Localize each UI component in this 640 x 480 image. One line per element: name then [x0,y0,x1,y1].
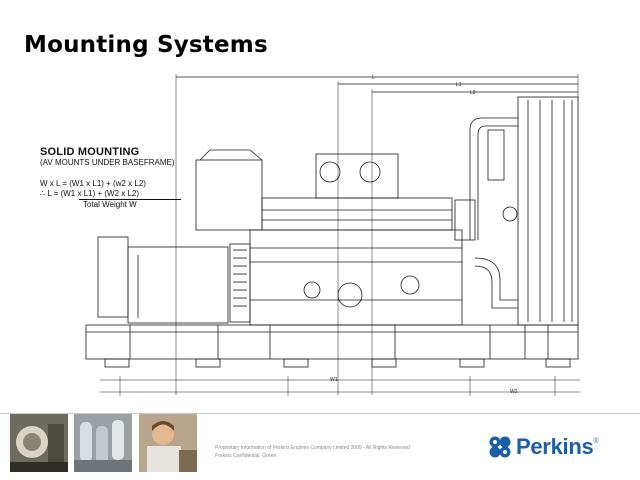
baseframe [85,324,579,360]
legal-line-2: Perkins Confidential: Green [215,453,277,459]
turbo-right [359,161,381,183]
cylinder-heads [261,197,453,231]
radiator [517,96,579,326]
air-intake [195,159,263,231]
turbo-left [319,161,341,183]
slide-title: Mounting Systems [24,32,268,58]
logo-text: Perkins [516,434,594,459]
turbocharger-housing [315,153,399,199]
dim-label-l: L [372,75,375,81]
logo-registered-mark: ® [593,438,599,445]
av-mount [371,358,397,368]
engine-photo-2 [74,414,132,472]
solid-mounting-formula: SOLID MOUNTING (AV MOUNTS UNDER BASEFRAM… [40,146,230,210]
alternator-body [127,246,229,324]
legal-notice: Proprietary Information of Perkins Engin… [215,444,410,460]
formula-equation: W x L = (W1 x L1) + (w2 x L2) [40,179,146,188]
av-mount [545,358,571,368]
dim-label-w2: W2 [510,389,518,395]
footer-divider [0,413,640,414]
engine-photo-1 [10,414,68,472]
legal-line-1: Proprietary Information of Perkins Engin… [215,445,410,451]
av-mount [104,358,130,368]
perkins-emblem-icon [489,436,511,458]
av-mount [459,358,485,368]
alternator-end [97,236,129,318]
generator-set-drawing: L L1 L2 W1 W2 [85,74,580,396]
dim-label-w1: W1 [330,377,338,383]
dim-label-l2: L2 [470,90,476,96]
engine-block [249,229,463,326]
av-mount [283,358,309,368]
formula-heading: SOLID MOUNTING [40,146,140,158]
formula-equation-result: ∴ L = (W1 x L1) + (W2 x L2) [40,189,140,198]
formula-subheading: (AV MOUNTS UNDER BASEFRAME) [40,158,175,167]
perkins-logo: Perkins ® [488,434,599,460]
formula-denominator: Total Weight W [79,199,181,210]
engineer-photo [139,414,197,472]
dim-label-l1: L1 [456,82,462,88]
av-mount [195,358,221,368]
